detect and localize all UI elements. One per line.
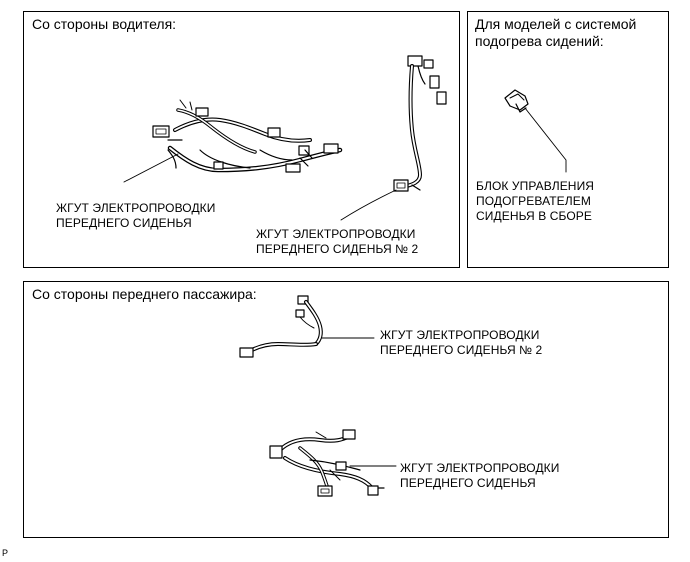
driver-front-seat-harness-2 (340, 55, 447, 221)
figure-code: P (2, 548, 9, 558)
heater-control-unit-label: БЛОК УПРАВЛЕНИЯ ПОДОГРЕВАТЕЛЕМ СИДЕНЬЯ В… (476, 179, 595, 223)
passenger-front-seat-harness (269, 429, 397, 497)
passenger-front-seat-harness-2-label: ЖГУТ ЭЛЕКТРОПРОВОДКИ ПЕРЕДНЕГО СИДЕНЬЯ №… (380, 328, 543, 357)
heater-models-title: Для моделей с системой подогрева сидений… (475, 16, 637, 49)
heater-models-panel: Для моделей с системой подогрева сидений… (467, 11, 669, 268)
passenger-front-seat-harness-2 (239, 295, 375, 358)
passenger-side-title: Со стороны переднего пассажира: (32, 286, 257, 302)
driver-front-seat-harness-2-label: ЖГУТ ЭЛЕКТРОПРОВОДКИ ПЕРЕДНЕГО СИДЕНЬЯ №… (256, 227, 419, 256)
driver-front-seat-harness-label: ЖГУТ ЭЛЕКТРОПРОВОДКИ ПЕРЕДНЕГО СИДЕНЬЯ (56, 201, 216, 230)
passenger-side-panel: Со стороны переднего пассажира: (23, 281, 669, 538)
seat-heater-control-unit (504, 89, 567, 173)
passenger-front-seat-harness-label: ЖГУТ ЭЛЕКТРОПРОВОДКИ ПЕРЕДНЕГО СИДЕНЬЯ (400, 461, 560, 490)
driver-side-title: Со стороны водителя: (32, 16, 177, 32)
driver-side-panel: Со стороны водителя: (23, 11, 460, 268)
driver-front-seat-harness (123, 99, 343, 183)
